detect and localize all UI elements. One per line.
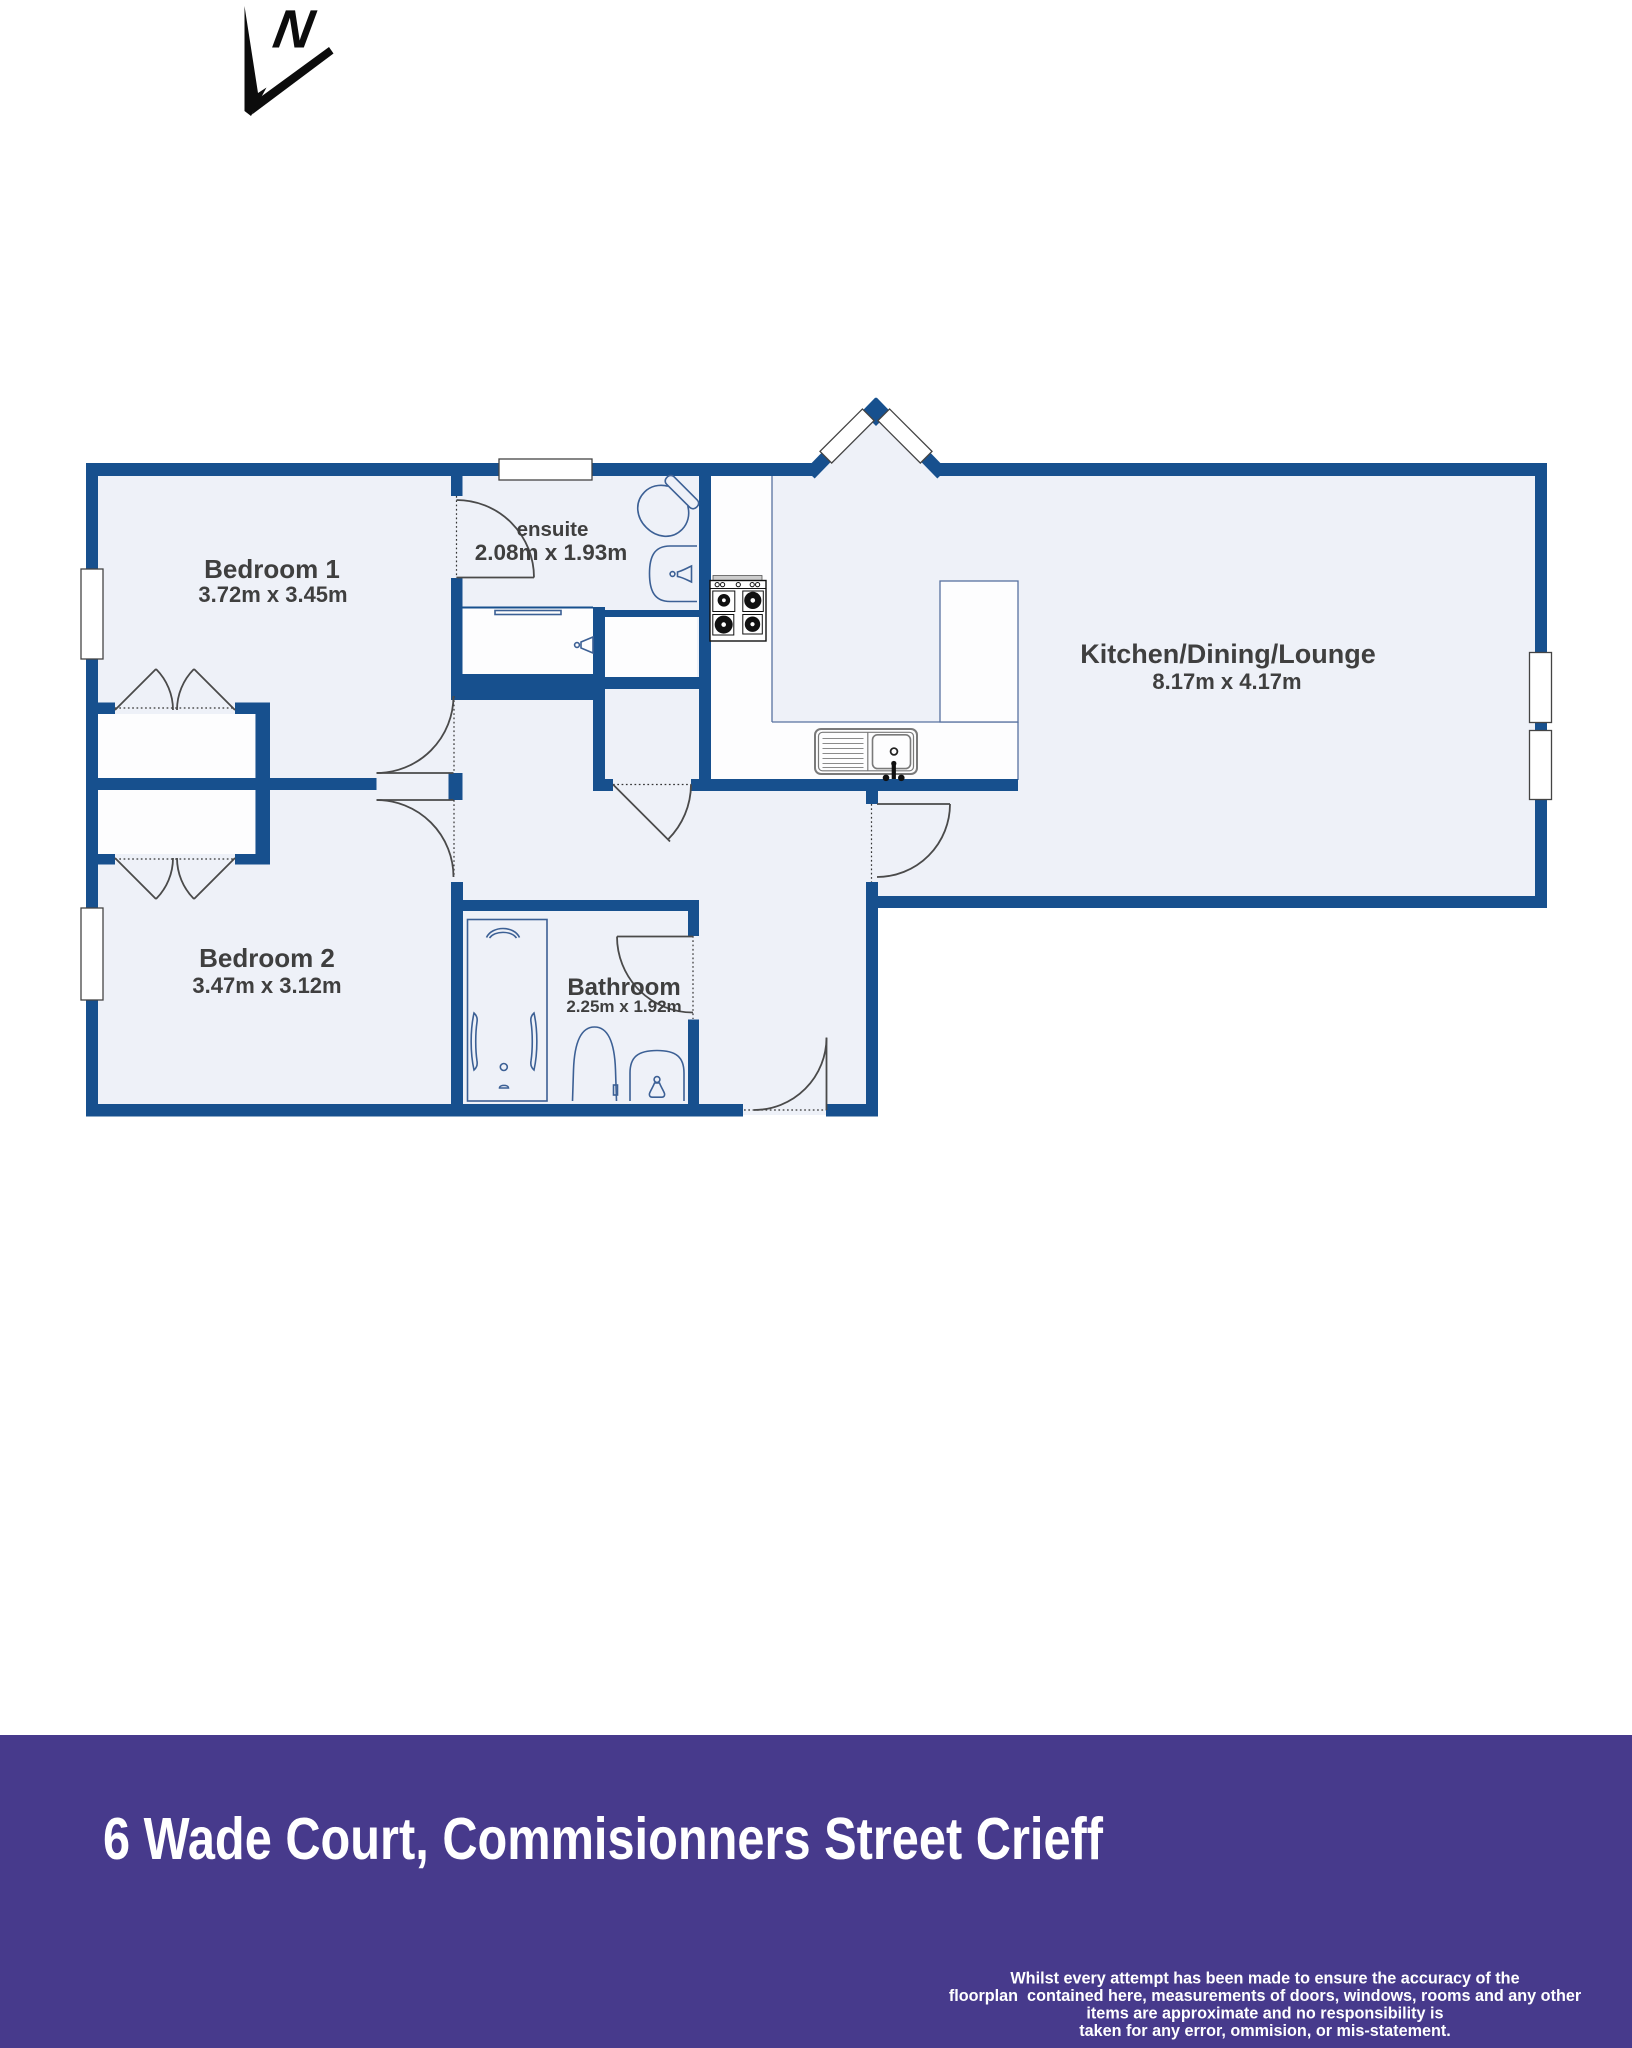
svg-text:3.72m x 3.45m: 3.72m x 3.45m xyxy=(198,582,347,607)
svg-text:Bathroom: Bathroom xyxy=(567,974,680,1001)
svg-text:items are approximate and no r: items are approximate and no responsibil… xyxy=(1086,2005,1443,2023)
svg-text:8.17m x 4.17m: 8.17m x 4.17m xyxy=(1152,669,1301,694)
svg-text:6 Wade Court, Commisionners St: 6 Wade Court, Commisionners Street Crief… xyxy=(103,1806,1103,1872)
svg-text:3.47m x 3.12m: 3.47m x 3.12m xyxy=(192,973,341,998)
svg-text:ensuite: ensuite xyxy=(517,518,589,541)
svg-text:Bedroom 2: Bedroom 2 xyxy=(199,943,335,973)
svg-text:Bedroom 1: Bedroom 1 xyxy=(204,554,340,584)
svg-text:Kitchen/Dining/Lounge: Kitchen/Dining/Lounge xyxy=(1080,639,1375,669)
svg-text:2.08m x 1.93m: 2.08m x 1.93m xyxy=(475,540,628,565)
svg-text:floorplan contained here, mea: floorplan contained here, measurements o… xyxy=(949,1987,1582,2005)
svg-text:N: N xyxy=(269,0,320,59)
svg-text:Whilst every attempt has been: Whilst every attempt has been made to en… xyxy=(1010,1970,1519,1988)
svg-text:taken for any error, ommision,: taken for any error, ommision, or mis-st… xyxy=(1079,2022,1451,2040)
svg-text:2.25m x 1.92m: 2.25m x 1.92m xyxy=(566,997,681,1016)
